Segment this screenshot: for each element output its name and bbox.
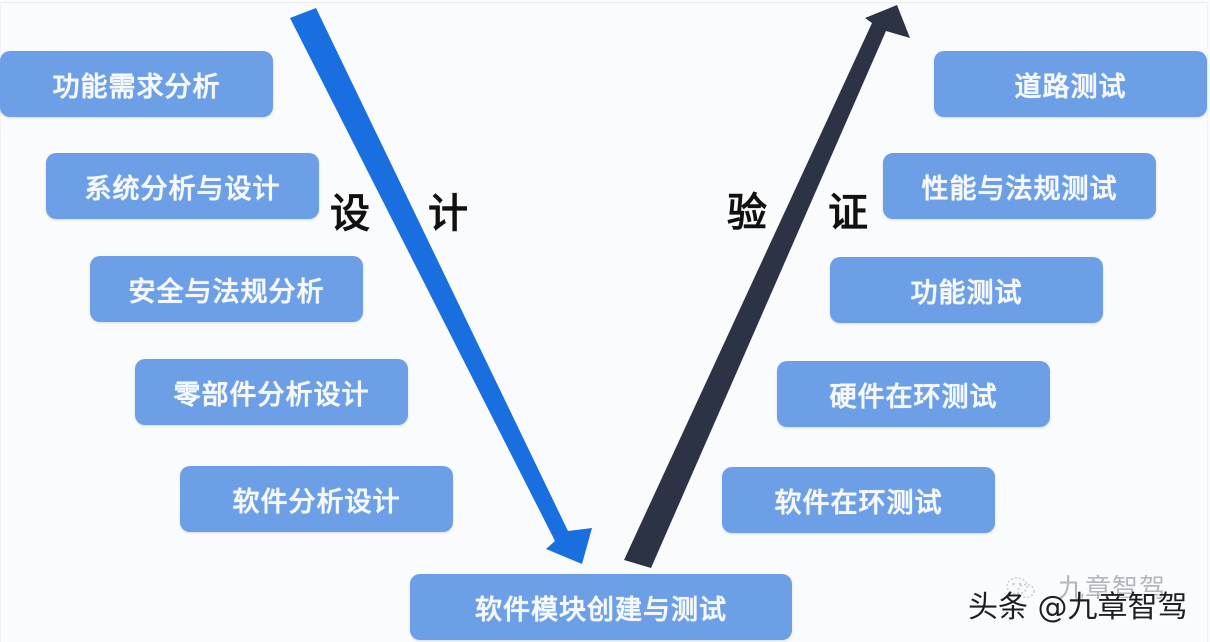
stage-label: 功能测试 <box>910 277 1023 309</box>
watermark: 九章智驾 头条 @九章智驾 <box>968 575 1208 635</box>
stage-label: 系统分析与设计 <box>84 173 281 205</box>
wechat-icon <box>1004 575 1038 601</box>
design-label-char-2: 计 <box>428 191 468 237</box>
verify-label-char-1: 验 <box>727 190 767 236</box>
stage-label: 安全与法规分析 <box>128 276 325 308</box>
stage-label: 软件分析设计 <box>232 486 401 518</box>
design-stage-functional-requirements: 功能需求分析 <box>0 51 273 117</box>
stage-label: 硬件在环测试 <box>829 381 998 413</box>
design-stage-safety-regulation: 安全与法规分析 <box>90 256 363 322</box>
design-stage-system-analysis: 系统分析与设计 <box>46 153 319 219</box>
stage-label: 性能与法规测试 <box>921 173 1118 205</box>
design-stage-component-design: 零部件分析设计 <box>135 359 408 425</box>
design-label-char-1: 设 <box>330 191 370 237</box>
watermark-faded-text: 九章智驾 <box>1058 574 1167 604</box>
verify-arrow-icon <box>624 5 910 568</box>
stage-label: 软件在环测试 <box>774 487 943 519</box>
watermark-main-text: 头条 @九章智驾 <box>968 590 1188 625</box>
design-stage-software-design: 软件分析设计 <box>180 466 453 532</box>
verify-stage-performance-regulation-test: 性能与法规测试 <box>883 153 1156 219</box>
bottom-stage-software-module: 软件模块创建与测试 <box>410 574 792 640</box>
verify-stage-hil-test: 硬件在环测试 <box>777 361 1050 427</box>
stage-label: 道路测试 <box>1014 71 1127 103</box>
verify-stage-road-test: 道路测试 <box>934 51 1207 117</box>
stage-label: 零部件分析设计 <box>173 379 370 411</box>
verify-label-char-2: 证 <box>828 190 868 236</box>
verify-stage-sil-test: 软件在环测试 <box>722 467 995 533</box>
design-arrow-icon <box>290 8 592 564</box>
verify-stage-functional-test: 功能测试 <box>830 257 1103 323</box>
stage-label: 功能需求分析 <box>52 71 221 103</box>
stage-label: 软件模块创建与测试 <box>475 594 727 626</box>
